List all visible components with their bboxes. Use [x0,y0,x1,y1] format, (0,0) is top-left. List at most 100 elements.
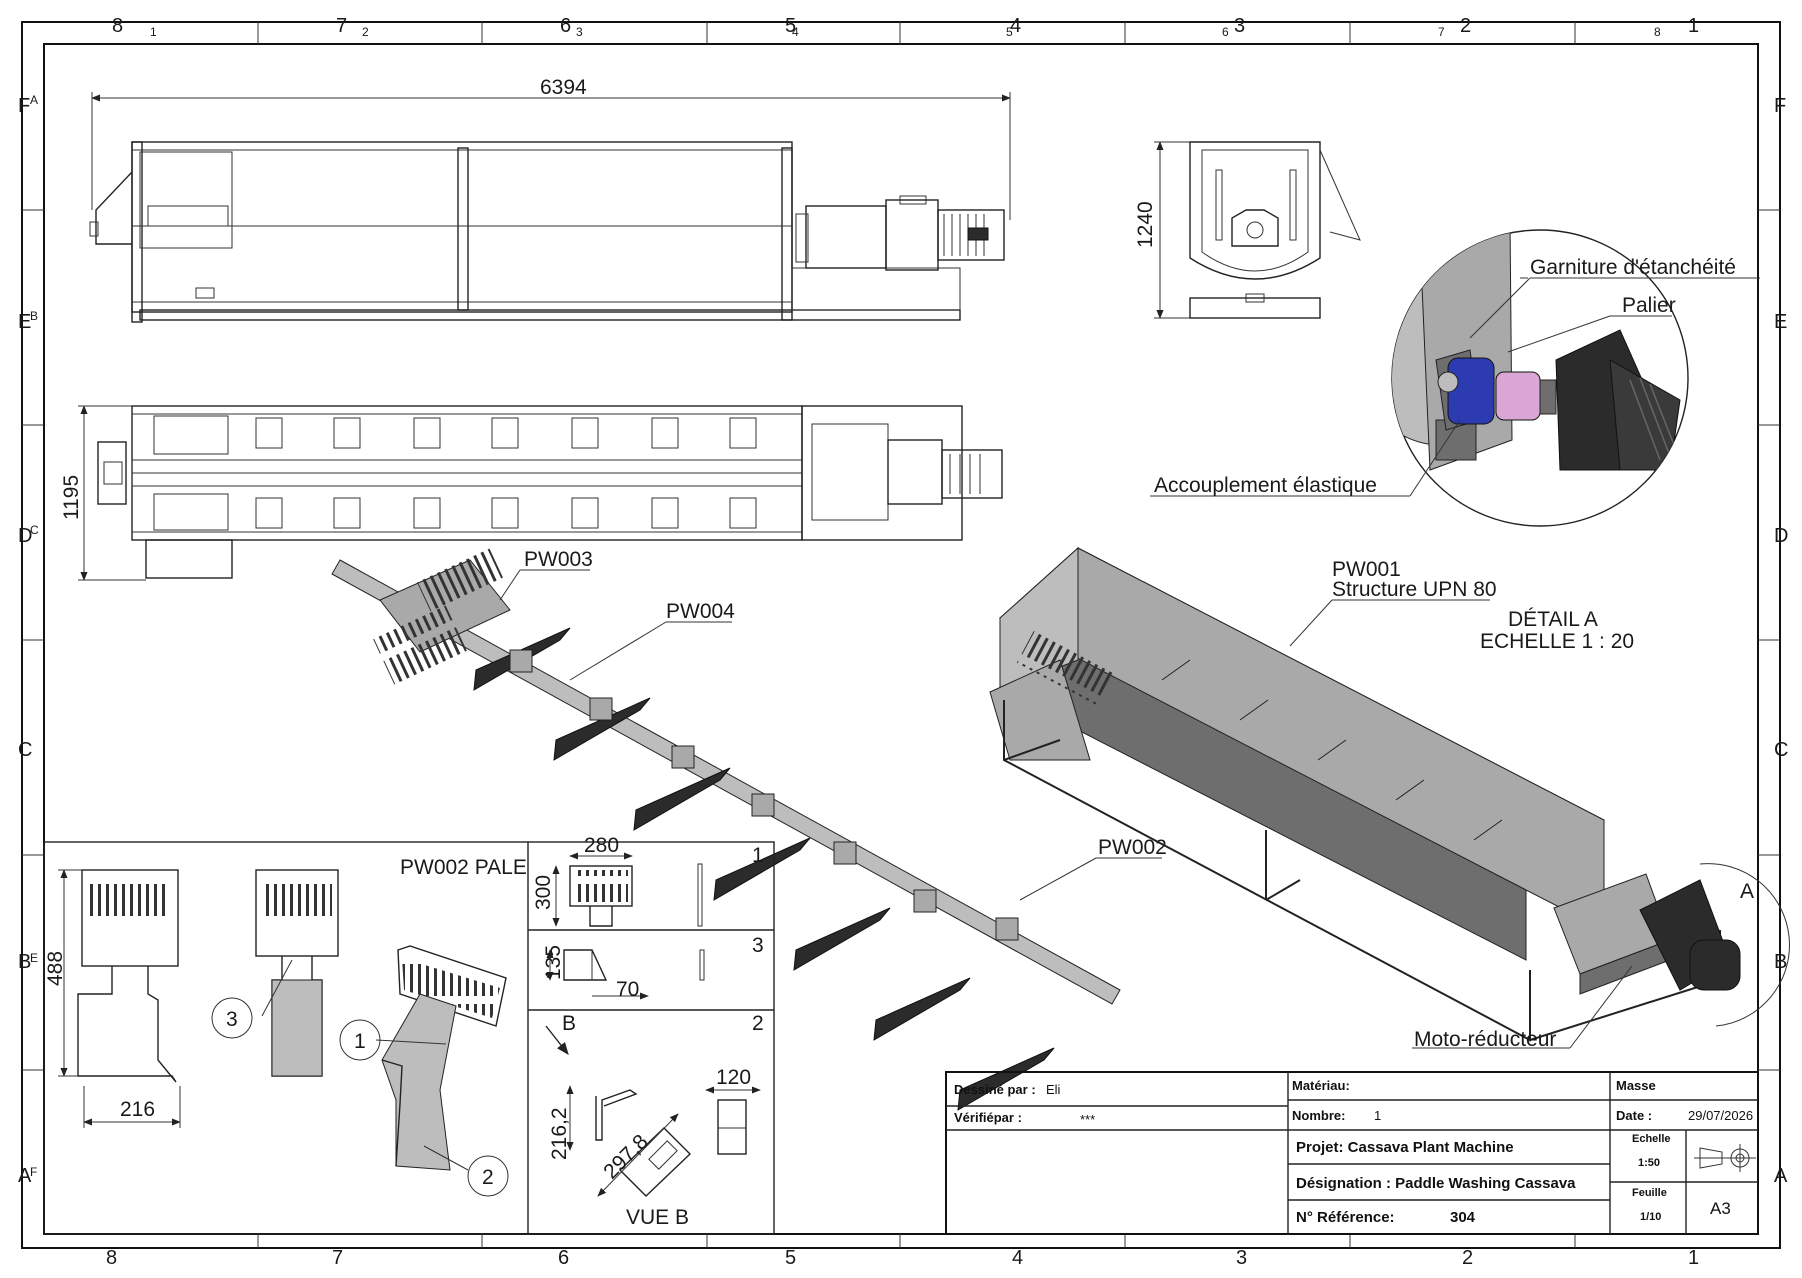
zone-left-D: D [18,525,32,547]
zone-right-E: E [1774,311,1787,333]
dim-viewb-height: 216,2 [548,1107,571,1160]
dim-height: 1240 [1134,201,1157,248]
view-b-arrow-label: B [562,1012,576,1035]
zone-top-small-4: 4 [792,25,799,39]
vue-b-label: VUE B [626,1206,689,1229]
zone-bottom-4: 4 [1012,1247,1023,1269]
isometric-machine: A PW001 Structure UPN 80 DÉTAIL A ECHELL… [989,546,1790,1051]
reference-value: 304 [1450,1209,1476,1226]
callout-pw004: PW004 [666,600,735,623]
view-number-2: 2 [752,1012,764,1035]
zone-left-F: F [18,95,30,117]
callout-moto-reducteur: Moto-réducteur [1414,1028,1556,1051]
callout-pw001: PW001 [1332,558,1401,581]
sheet-label: Feuille [1632,1187,1667,1199]
zone-left-C: C [18,739,32,761]
zone-top-small-8: 8 [1654,25,1661,39]
zone-top-6: 6 [560,15,571,37]
project-title: Projet: Cassava Plant Machine [1296,1139,1514,1156]
drawing-frame [21,21,1781,1249]
balloon-3: 3 [226,1008,238,1031]
pale-title: PW002 PALE [400,856,527,879]
zone-top-small-7: 7 [1438,25,1445,39]
title-block: Dessiné par : Eli Vérifiépar : *** Matér… [945,1071,1759,1235]
front-view: 6394 [89,76,1011,323]
zone-left-small-c: C [30,523,39,537]
zone-bottom-8: 8 [106,1247,117,1269]
view-number-1: 1 [752,844,764,867]
zone-top-7: 7 [336,15,347,37]
detail-marker-a: A [1740,880,1754,903]
mass-label: Masse [1616,1078,1656,1093]
designation: Désignation : Paddle Washing Cassava [1296,1175,1576,1192]
dim-pale-height: 488 [44,951,67,986]
zone-right-D: D [1774,525,1788,547]
zone-right-A: A [1774,1165,1788,1187]
pw004-paddles [473,627,1055,1111]
date-label: Date : [1616,1108,1652,1123]
zone-bottom-5: 5 [785,1247,796,1269]
projection-symbol-icon [1694,1144,1756,1172]
quantity-label: Nombre: [1292,1108,1345,1123]
pw003-comb [373,544,511,685]
zone-bottom-2: 2 [1462,1247,1473,1269]
drawn-by-value: Eli [1046,1082,1061,1097]
callout-palier: Palier [1622,294,1676,317]
dim-view3-width: 70 [616,978,639,1001]
balloon-2: 2 [482,1166,494,1189]
pale-detail-box: PW002 PALE 488 216 3 1 2 1 [43,834,775,1235]
quantity-value: 1 [1374,1108,1381,1123]
dim-overall-length: 6394 [540,76,587,99]
zone-top-1: 1 [1688,15,1699,37]
balloon-1: 1 [354,1030,366,1053]
side-view: 1240 [1134,141,1361,319]
dim-pale-width: 216 [120,1098,155,1121]
zone-left-A: A [18,1165,32,1187]
top-view-paddles [255,417,757,529]
zone-bottom-7: 7 [332,1247,343,1269]
scale-value: 1:50 [1638,1157,1660,1169]
checked-by-value: *** [1080,1112,1095,1127]
sheet-value: 1/10 [1640,1211,1661,1223]
zone-bottom-3: 3 [1236,1247,1247,1269]
detail-a-view: Garniture d'étanchéité Palier Accoupleme… [1150,229,1760,527]
zone-top-small-2: 2 [362,25,369,39]
callout-pw003: PW003 [524,548,593,571]
zone-right-B: B [1774,951,1787,973]
top-view: 1195 [60,405,1003,581]
zone-left-small-a: A [30,93,38,107]
callout-accouplement: Accouplement élastique [1154,474,1377,497]
zone-top-small-1: 1 [150,25,157,39]
zone-top-small-6: 6 [1222,25,1229,39]
zone-top-5: 5 [785,15,796,37]
zone-bottom-1: 1 [1688,1247,1699,1269]
zone-top-8: 8 [112,15,123,37]
drawn-by-label: Dessiné par : [954,1082,1036,1097]
zone-top-small-3: 3 [576,25,583,39]
zone-left-small-b: B [30,309,38,323]
format-label: A3 [1710,1199,1731,1218]
material-label: Matériau: [1292,1078,1350,1093]
zone-top-small-5: 5 [1006,25,1013,39]
view-number-3: 3 [752,934,764,957]
zone-top-2: 2 [1460,15,1471,37]
reference-label: N° Référence: [1296,1209,1395,1226]
dim-view1-height: 300 [532,875,555,910]
dim-view3-height: 135 [542,945,565,980]
date-value: 29/07/2026 [1688,1108,1753,1123]
detail-a-title: DÉTAIL A [1508,608,1598,631]
zone-left-small-f: F [30,1165,37,1179]
zone-right-C: C [1774,739,1788,761]
zone-left-B: B [18,951,31,973]
zone-labels: 8 7 6 5 4 3 2 1 1 2 3 4 5 6 7 8 8 7 6 5 … [18,15,1788,1269]
shaft-assembly: PW003 PW004 PW002 [331,544,1167,1111]
zone-right-F: F [1774,95,1786,117]
zone-left-small-e: E [30,951,38,965]
dim-viewb-width: 120 [716,1066,751,1089]
zone-top-3: 3 [1234,15,1245,37]
callout-pw002: PW002 [1098,836,1167,859]
scale-label: Echelle [1632,1133,1671,1145]
callout-structure: Structure UPN 80 [1332,578,1497,601]
callout-garniture: Garniture d'étanchéité [1530,256,1736,279]
